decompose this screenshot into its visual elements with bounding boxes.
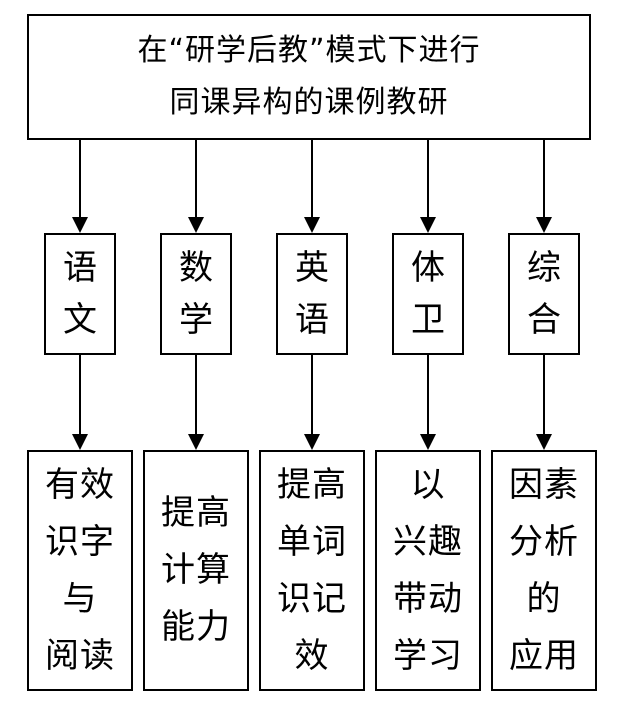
outcome-line: 能力 bbox=[161, 607, 231, 647]
outcome-box-pe-health: 以 兴趣 带动 学习 bbox=[375, 450, 481, 691]
subject-box-chinese: 语 文 bbox=[44, 233, 116, 355]
title-line-2: 同课异构的课例教研 bbox=[169, 85, 449, 120]
outcome-line: 有效 bbox=[45, 464, 115, 505]
outcome-line: 识字 bbox=[45, 521, 115, 562]
outcome-line: 学习 bbox=[393, 635, 463, 676]
outcome-box-english: 提高 单词 识记 效 bbox=[259, 450, 365, 691]
arrow-subject-to-outcome-4 bbox=[536, 355, 552, 450]
subject-char: 体 bbox=[411, 248, 445, 288]
outcome-line: 因素 bbox=[509, 464, 579, 505]
subject-box-math: 数 学 bbox=[160, 233, 232, 355]
arrow-subject-to-outcome-3 bbox=[420, 355, 436, 450]
arrow-title-to-subject-2 bbox=[304, 140, 320, 233]
subject-char: 卫 bbox=[411, 300, 445, 340]
outcome-line: 计算 bbox=[161, 550, 231, 590]
outcome-line: 识记 bbox=[277, 578, 347, 619]
outcome-line: 阅读 bbox=[45, 635, 115, 676]
outcome-line: 应用 bbox=[509, 635, 579, 676]
subject-box-english: 英 语 bbox=[276, 233, 348, 355]
arrow-subject-to-outcome-0 bbox=[72, 355, 88, 450]
outcome-box-math: 提高 计算 能力 bbox=[143, 450, 249, 691]
arrow-subject-to-outcome-1 bbox=[188, 355, 204, 450]
subject-char: 合 bbox=[527, 300, 561, 340]
outcome-line: 兴趣 bbox=[393, 521, 463, 562]
subject-char: 英 bbox=[295, 248, 329, 288]
arrow-title-to-subject-4 bbox=[536, 140, 552, 233]
outcome-line: 带动 bbox=[393, 578, 463, 619]
outcome-line: 单词 bbox=[277, 521, 347, 562]
outcome-line: 分析 bbox=[509, 521, 579, 562]
title-line-1: 在“研学后教”模式下进行 bbox=[137, 33, 481, 68]
arrow-title-to-subject-3 bbox=[420, 140, 436, 233]
outcome-line: 与 bbox=[62, 578, 98, 619]
arrow-title-to-subject-1 bbox=[188, 140, 204, 233]
subject-char: 文 bbox=[63, 300, 97, 340]
arrow-title-to-subject-0 bbox=[72, 140, 88, 233]
subject-box-integrated: 综 合 bbox=[508, 233, 580, 355]
outcome-line: 以 bbox=[410, 464, 446, 505]
outcome-line: 提高 bbox=[277, 464, 347, 505]
outcome-line: 效 bbox=[294, 635, 330, 676]
subject-char: 数 bbox=[179, 248, 213, 288]
subject-box-pe-health: 体 卫 bbox=[392, 233, 464, 355]
arrow-subject-to-outcome-2 bbox=[304, 355, 320, 450]
subject-char: 语 bbox=[295, 300, 329, 340]
subject-char: 学 bbox=[179, 300, 213, 340]
subject-char: 语 bbox=[63, 248, 97, 288]
subject-char: 综 bbox=[527, 248, 561, 288]
outcome-box-chinese: 有效 识字 与 阅读 bbox=[27, 450, 133, 691]
outcome-line: 的 bbox=[526, 578, 562, 619]
outcome-box-integrated: 因素 分析 的 应用 bbox=[491, 450, 597, 691]
title-box: 在“研学后教”模式下进行 同课异构的课例教研 bbox=[27, 14, 591, 140]
outcome-line: 提高 bbox=[161, 493, 231, 533]
